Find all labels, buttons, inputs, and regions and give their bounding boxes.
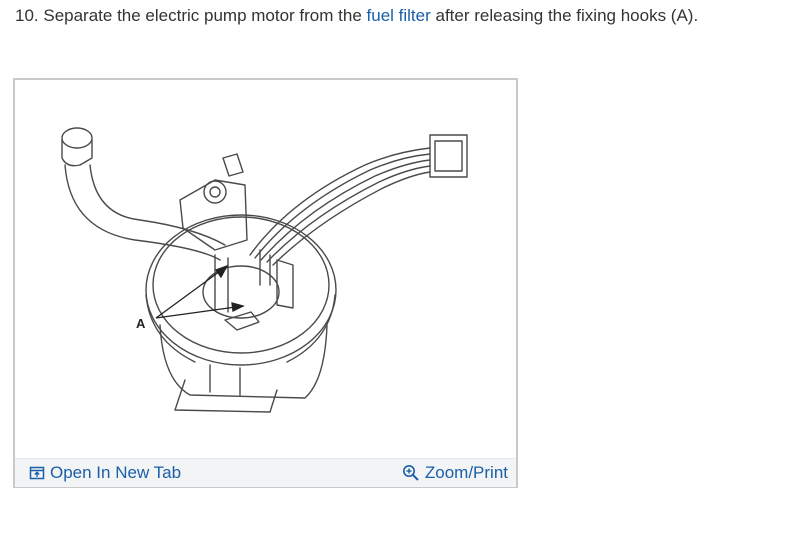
- figure-frame: A Open In New Tab Zoom/Print: [13, 78, 518, 488]
- callout-leader-2: [155, 305, 244, 319]
- callout-label-a: A: [136, 316, 146, 331]
- callout-leader-1: [155, 265, 228, 319]
- instruction-prefix: 10. Separate the electric pump motor fro…: [15, 6, 367, 25]
- step-instruction: 10. Separate the electric pump motor fro…: [15, 6, 698, 26]
- zoom-print-label: Zoom/Print: [424, 463, 508, 482]
- pump-base: [159, 324, 328, 399]
- open-in-new-tab-label: Open In New Tab: [50, 463, 182, 482]
- filter-housing: [145, 214, 337, 366]
- fuel-filter-link[interactable]: fuel filter: [366, 6, 431, 25]
- open-new-tab-icon: [29, 466, 45, 480]
- fuel-hose: [64, 164, 221, 261]
- zoom-in-icon: [402, 465, 419, 481]
- instruction-suffix: after releasing the fixing hooks (A).: [430, 6, 699, 25]
- wire-harness: [249, 147, 431, 256]
- zoom-print-link[interactable]: Zoom/Print: [402, 463, 508, 483]
- figure-footer: Open In New Tab Zoom/Print: [15, 458, 516, 487]
- open-in-new-tab-link[interactable]: Open In New Tab: [29, 463, 181, 483]
- wire-connector: [429, 134, 468, 178]
- hose-end: [61, 127, 93, 149]
- fuel-pump-illustration: A: [61, 127, 468, 413]
